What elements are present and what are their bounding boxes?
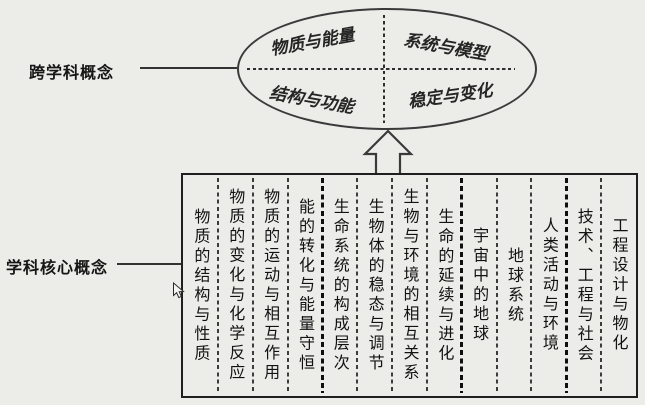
core-concept-column: 生物与环境的相互关系 <box>392 175 428 396</box>
cross-label-connector-line <box>140 67 237 69</box>
core-concept-column: 能的转化与能量守恒 <box>288 175 324 396</box>
core-concept-label: 物质的变化与化学反应 <box>226 188 246 383</box>
core-concept-column: 地球系统 <box>497 175 533 396</box>
quadrant-matter-energy: 物质与能量 <box>268 25 357 60</box>
cross-concepts-ellipse: 物质与能量 系统与模型 结构与功能 稳定与变化 <box>237 8 537 130</box>
core-concept-column: 物质的变化与化学反应 <box>218 175 254 396</box>
core-concepts-label: 学科核心概念 <box>6 260 109 277</box>
core-label-connector-line <box>117 263 181 265</box>
core-concept-label: 生物与环境的相互关系 <box>400 188 420 383</box>
ellipse-vertical-divider <box>383 15 386 123</box>
core-concept-column: 人类活动与环境 <box>531 175 568 396</box>
quadrant-stability-change: 稳定与变化 <box>406 80 494 113</box>
core-concept-column: 工程设计与物化 <box>601 175 636 396</box>
core-concept-column: 技术、工程与社会 <box>566 175 602 396</box>
mouse-cursor-icon <box>173 282 185 299</box>
core-concept-label: 生命系统的构成层次 <box>330 197 350 374</box>
core-concept-column: 生命的延续与进化 <box>427 175 464 396</box>
quadrant-structure-function: 结构与功能 <box>267 83 356 118</box>
core-concept-label: 工程设计与物化 <box>609 217 629 354</box>
quadrant-systems-models: 系统与模型 <box>401 30 490 65</box>
ellipse-horizontal-divider <box>247 68 515 71</box>
core-concept-column: 物质的运动与相互作用 <box>253 175 289 396</box>
core-concept-label: 地球系统 <box>505 246 525 325</box>
core-concept-label: 技术、工程与社会 <box>574 207 594 364</box>
core-concept-column: 宇宙中的地球 <box>462 175 498 396</box>
core-concept-label: 生命的延续与进化 <box>435 207 455 364</box>
core-concept-column: 生物体的稳态与调节 <box>357 175 393 396</box>
core-concept-label: 人类活动与环境 <box>539 217 559 354</box>
cross-disciplinary-label: 跨学科概念 <box>29 65 115 82</box>
up-arrow-icon <box>362 129 414 176</box>
core-concept-label: 物质的结构与性质 <box>191 207 211 364</box>
core-concepts-box: 物质的结构与性质 物质的变化与化学反应 物质的运动与相互作用 能的转化与能量守恒… <box>181 173 638 398</box>
core-concept-column: 物质的结构与性质 <box>183 175 219 396</box>
core-concept-label: 宇宙中的地球 <box>470 227 490 344</box>
core-concept-label: 生物体的稳态与调节 <box>365 197 385 374</box>
core-concept-column: 生命系统的构成层次 <box>322 175 359 396</box>
core-concept-label: 能的转化与能量守恒 <box>295 197 315 374</box>
core-concept-label: 物质的运动与相互作用 <box>261 188 281 383</box>
